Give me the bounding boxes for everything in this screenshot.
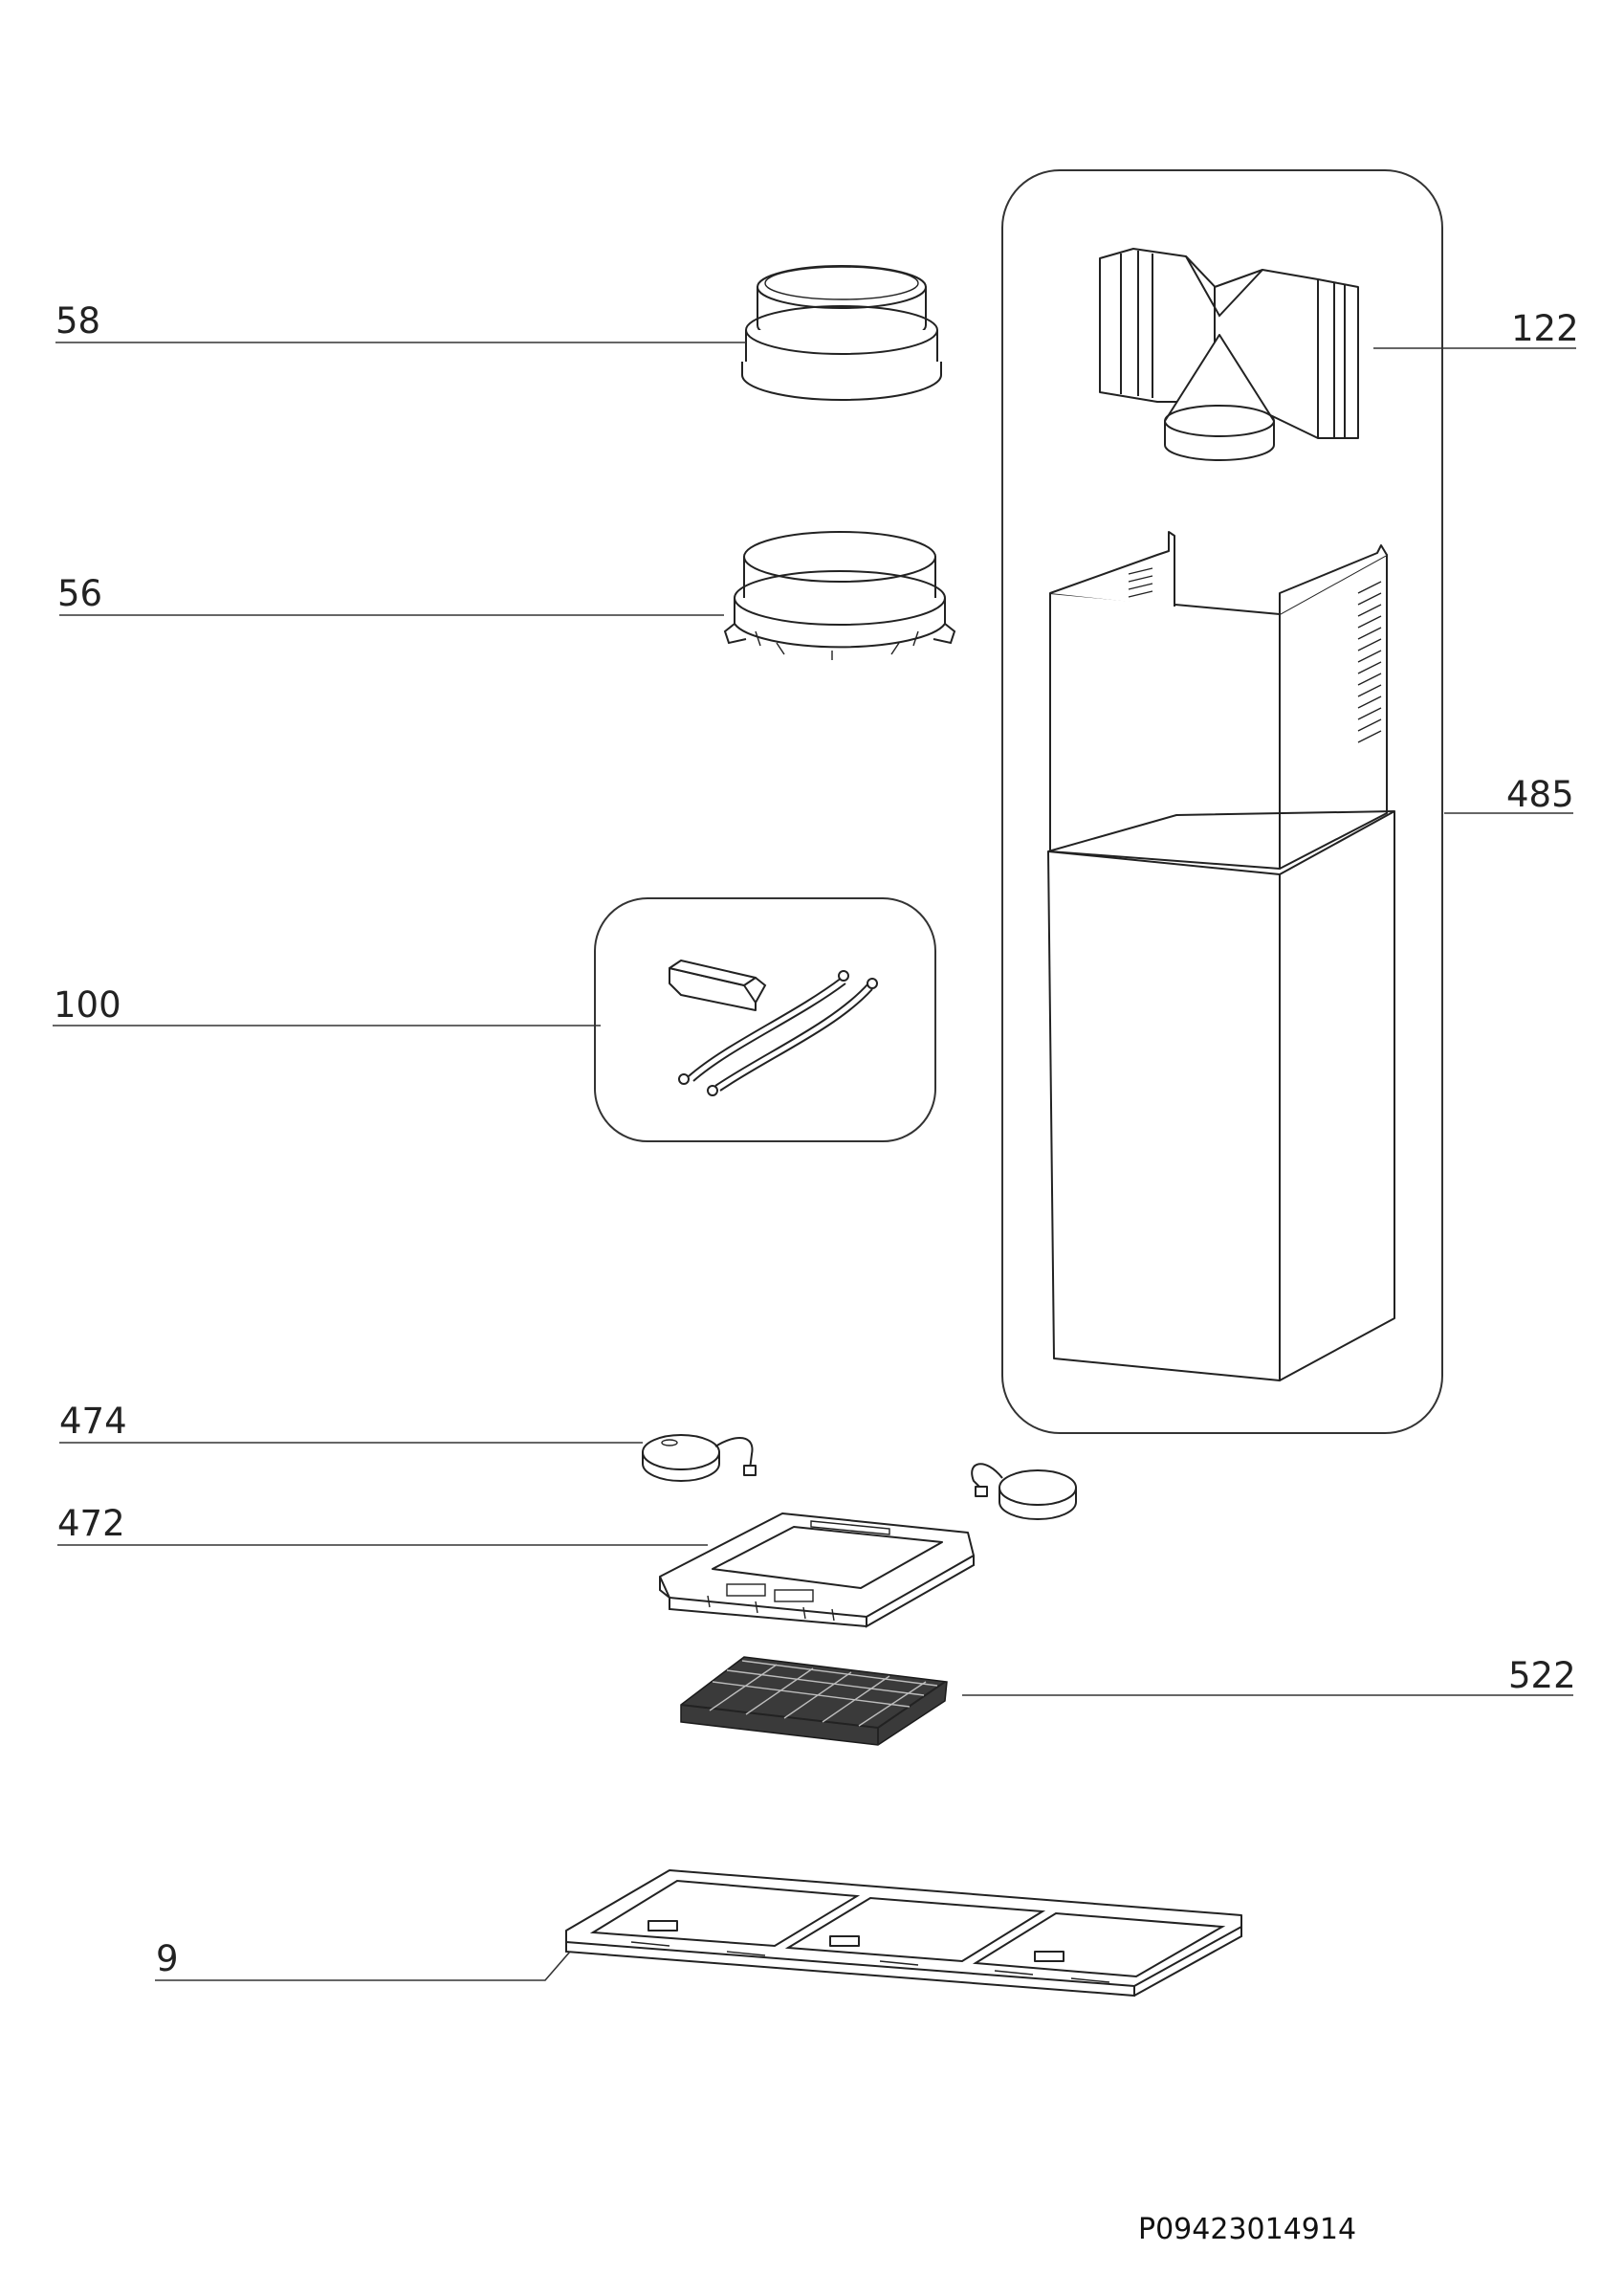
document-code: P09423014914 bbox=[1138, 2213, 1356, 2246]
part-474-lamp-unit-right bbox=[971, 1463, 1077, 1520]
group-box-122-485 bbox=[1001, 169, 1443, 1434]
label-122: 122 bbox=[1511, 308, 1579, 349]
group-box-100 bbox=[594, 897, 936, 1142]
label-485: 485 bbox=[1506, 774, 1574, 815]
part-472-filter-frame bbox=[659, 1512, 975, 1628]
part-122-air-deflector bbox=[1099, 248, 1359, 461]
vent-slots-upper bbox=[1128, 567, 1382, 743]
part-485-chimney-cover bbox=[1047, 531, 1395, 1381]
part-474-lamp-unit-left bbox=[642, 1434, 757, 1482]
part-100-electrical-kit bbox=[669, 960, 878, 1096]
part-522-charcoal-filter bbox=[680, 1656, 948, 1746]
label-522: 522 bbox=[1508, 1655, 1576, 1696]
label-474: 474 bbox=[59, 1401, 127, 1442]
filter-grid-lines bbox=[709, 1660, 938, 1727]
part-9-grease-filter bbox=[565, 1869, 1242, 1998]
part-58-duct-adapter bbox=[741, 265, 942, 401]
label-56: 56 bbox=[57, 573, 102, 614]
label-58: 58 bbox=[55, 300, 100, 342]
label-100: 100 bbox=[54, 984, 121, 1026]
label-9: 9 bbox=[156, 1938, 179, 1979]
part-56-motor-flange bbox=[723, 531, 956, 660]
leader-9 bbox=[155, 1951, 571, 1981]
label-472: 472 bbox=[57, 1503, 125, 1544]
